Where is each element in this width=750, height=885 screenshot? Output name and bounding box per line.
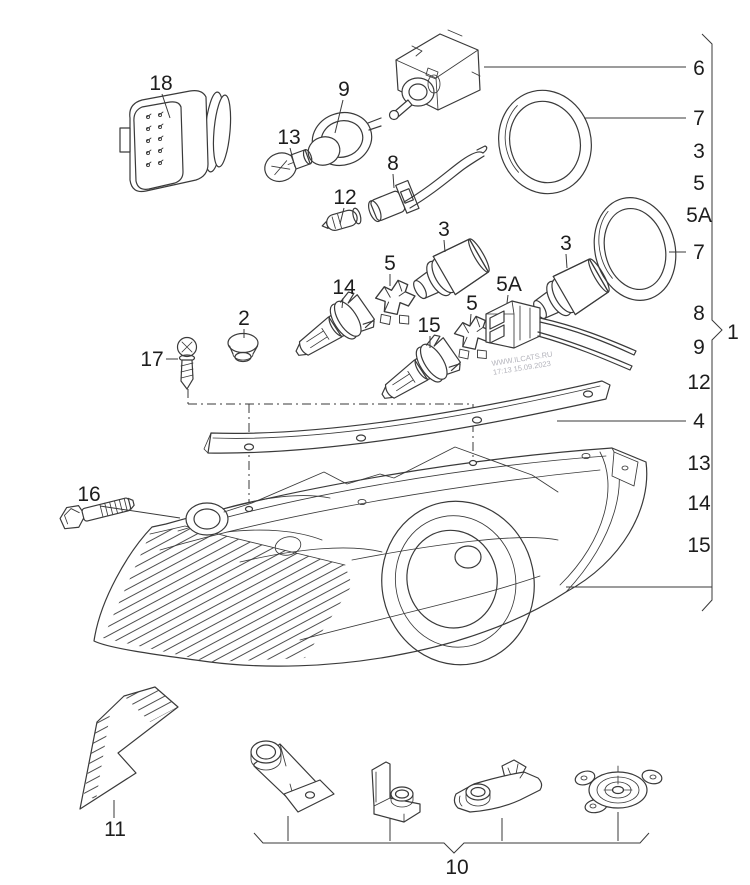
leader-lines: [113, 66, 712, 841]
label-5-mid: 5: [466, 292, 478, 315]
bracket-10a: [250, 740, 335, 813]
ref-7a: 7: [693, 107, 705, 130]
trim-11: [79, 686, 179, 810]
ref-column: 6 7 3 5 5A 7 8 9 12 4 13 14 15 1: [686, 57, 739, 557]
ref-3: 3: [693, 140, 705, 163]
bulb-13: [264, 149, 313, 183]
trim-strip-4: [203, 380, 611, 454]
bulb-socket-8: [367, 145, 488, 223]
label-9: 9: [338, 78, 350, 101]
ref-5: 5: [693, 172, 705, 195]
part-callouts: 18 9 13 12 8 3 5 15 5 5A 3 14 2 17 16 11…: [77, 72, 572, 879]
bracket-10b: [371, 761, 421, 823]
label-11: 11: [104, 818, 126, 841]
ref-8: 8: [693, 302, 705, 325]
screw-boss-right: [468, 459, 478, 467]
label-10: 10: [445, 856, 468, 879]
ref-14: 14: [687, 492, 711, 515]
bulb-holder-9: [307, 111, 382, 167]
label-5-left: 5: [384, 252, 396, 275]
label-17: 17: [140, 348, 163, 371]
seal-ring-7b: [593, 197, 677, 301]
bracket-10c: [453, 759, 543, 813]
ref-7b: 7: [693, 241, 705, 264]
leveling-motor-6: [388, 29, 481, 121]
headlight-housing: [93, 446, 648, 667]
bolt-16: [59, 497, 135, 530]
cap-2: [227, 332, 259, 363]
bulb-14: [284, 287, 379, 371]
screw-boss-left: [244, 505, 254, 513]
bulb-15: [370, 330, 465, 414]
label-5a: 5A: [496, 273, 522, 296]
ref-12: 12: [687, 371, 710, 394]
bulb-holder-3-left: [404, 233, 495, 312]
ref-4: 4: [693, 410, 705, 433]
adjuster-10d: [574, 765, 663, 814]
watermark: WWW.ILCATS.RU 17:13 15.09.2023: [491, 349, 553, 376]
label-15: 15: [417, 314, 440, 337]
seal-ring-7a: [498, 89, 592, 195]
ref-6: 6: [693, 57, 705, 80]
connector-5a: [485, 300, 637, 371]
retainer-5-left: [372, 277, 420, 329]
ref-13: 13: [687, 452, 710, 475]
label-3-left: 3: [438, 218, 450, 241]
label-16: 16: [77, 483, 100, 506]
label-3-right: 3: [560, 232, 572, 255]
ref-5a: 5A: [686, 204, 712, 227]
label-2: 2: [238, 307, 250, 330]
assembly-centerlines: [187, 389, 474, 506]
ref-9: 9: [693, 336, 705, 359]
label-12: 12: [333, 186, 356, 209]
connector-18: [119, 90, 232, 193]
label-13: 13: [277, 126, 300, 149]
screw-17: [176, 336, 198, 390]
ref-assembly-1: 1: [727, 321, 739, 344]
ref-brace-1: [701, 33, 723, 612]
bolt-16-leader: [99, 505, 181, 519]
bottom-brace-10: [253, 832, 650, 854]
label-8: 8: [387, 152, 399, 175]
label-18: 18: [149, 72, 172, 95]
bulb-12: [321, 207, 362, 231]
label-14: 14: [332, 276, 356, 299]
ref-15: 15: [687, 534, 710, 557]
